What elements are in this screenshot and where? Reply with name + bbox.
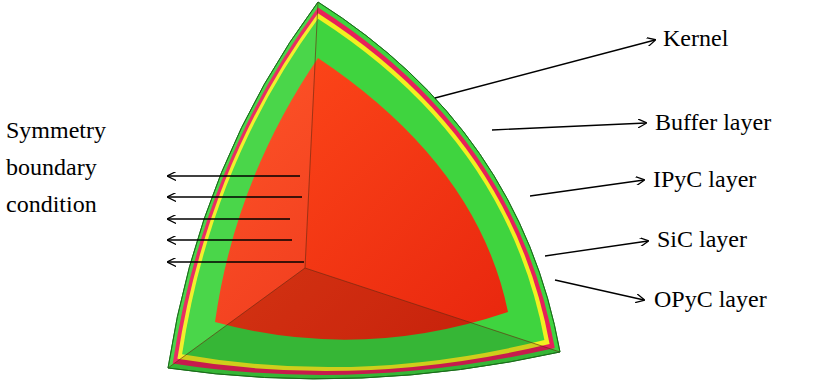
part-label: Buffer layer [655, 104, 825, 141]
part-label: OPyC layer [654, 281, 824, 318]
part-label: IPyC layer [653, 161, 823, 198]
outline [168, 2, 560, 379]
face-edges [168, 2, 560, 368]
part-label: Kernel [663, 20, 823, 57]
part-label: Symmetry boundary condition [6, 112, 156, 223]
opyc-layer [168, 2, 560, 379]
symmetry-arrows [168, 176, 304, 262]
left-face-shade [168, 2, 318, 368]
part-label: SiC layer [657, 221, 827, 258]
leader-arrows [435, 40, 655, 300]
